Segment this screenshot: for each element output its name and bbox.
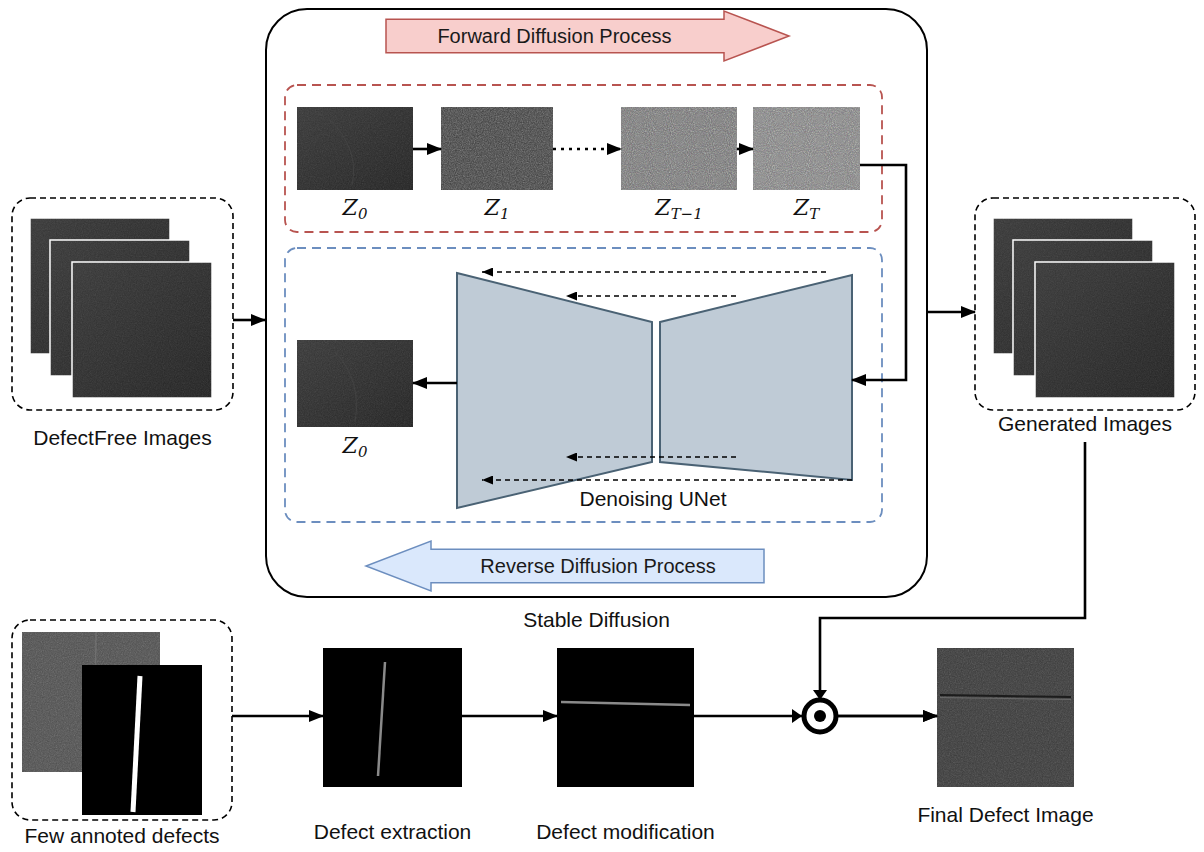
defect-sample xyxy=(22,632,202,815)
latent-symbol: ZT xyxy=(794,195,819,223)
arrow-label: Reverse Diffusion Process xyxy=(480,555,715,578)
drawing-part xyxy=(561,702,690,705)
flow-arrow xyxy=(232,715,323,718)
unet-encoder xyxy=(457,273,652,508)
drawing-part xyxy=(482,479,852,481)
unet-block: Denoising UNet xyxy=(457,273,852,514)
node-caption: Stable Diffusion xyxy=(523,608,670,632)
drawing-part xyxy=(441,107,553,190)
drawing-part xyxy=(753,107,860,190)
arrow-text-area: Forward Diffusion Process xyxy=(385,10,724,62)
arrow-text-area: Reverse Diffusion Process xyxy=(431,540,765,592)
latent-image xyxy=(297,107,413,190)
latent-image xyxy=(297,340,413,427)
dashed-group xyxy=(12,620,232,820)
latent-tile: Z0 xyxy=(297,340,413,427)
drawing-part xyxy=(621,107,737,190)
latent-symbol: Z0 xyxy=(343,195,368,223)
drawing-part xyxy=(133,676,140,812)
drawing-part xyxy=(804,700,836,732)
image-box: Defect modification xyxy=(557,648,694,787)
drawing-part xyxy=(82,665,202,815)
reverse-region xyxy=(285,248,882,522)
arrow-label: Forward Diffusion Process xyxy=(437,25,671,48)
flow-arrow xyxy=(737,148,753,151)
drawing-part xyxy=(72,262,212,398)
drawing-part xyxy=(378,662,385,776)
drawing-part xyxy=(1035,262,1175,398)
latent-symbol: Z0 xyxy=(343,433,368,461)
node-caption: Few annoted defects xyxy=(25,824,220,848)
flow-arrow xyxy=(413,148,441,151)
flow-arrow xyxy=(820,442,1085,716)
drawing-part xyxy=(937,648,1074,787)
drawing-part xyxy=(330,120,354,185)
drawing-part xyxy=(621,107,737,190)
flow-arrow xyxy=(852,165,906,380)
flow-arrow xyxy=(413,382,457,385)
forward-arrow: Forward Diffusion Process xyxy=(385,10,790,62)
latent-symbol: Z1 xyxy=(485,195,510,223)
image-stack xyxy=(30,218,212,398)
dashed-group xyxy=(12,198,233,410)
dashed-group xyxy=(975,198,1195,410)
drawing-part xyxy=(297,107,413,190)
stable-diffusion-block: Stable DiffusionForward Diffusion Proces… xyxy=(265,8,928,598)
skip-connections xyxy=(482,272,852,480)
drawing-part xyxy=(940,695,1071,697)
image-stack xyxy=(993,218,1175,398)
drawing-part xyxy=(937,648,1074,787)
drawing-part xyxy=(323,648,462,787)
drawing-part xyxy=(297,340,413,427)
arrow-shape xyxy=(366,541,764,591)
unet-decoder xyxy=(660,275,852,480)
image-box: Final Defect Image xyxy=(937,648,1074,787)
final-defect-image xyxy=(937,648,1074,787)
node-caption: Final Defect Image xyxy=(917,803,1093,827)
defect-modification-image xyxy=(557,648,694,787)
arrow-shape xyxy=(386,11,789,61)
flow-arrow xyxy=(553,148,621,151)
node-caption: Defect extraction xyxy=(314,820,472,844)
drawing-part xyxy=(482,271,826,273)
latent-tile: Z1 xyxy=(441,107,553,190)
image-group: Few annoted defects xyxy=(12,620,232,820)
node-caption: Generated Images xyxy=(998,412,1172,436)
drawing-part xyxy=(566,456,736,458)
drawing-part xyxy=(297,340,413,427)
latent-image xyxy=(753,107,860,190)
image-group: DefectFree Images xyxy=(12,198,233,410)
flow-arrow xyxy=(462,715,557,718)
latent-tile: ZT−1 xyxy=(621,107,737,190)
image-group: Generated Images xyxy=(975,198,1195,442)
drawing-part xyxy=(753,107,860,190)
latent-tile: ZT xyxy=(753,107,860,190)
drawing-part xyxy=(1035,262,1175,398)
latent-image xyxy=(441,107,553,190)
drawing-part xyxy=(557,648,694,787)
drawing-part xyxy=(297,107,413,190)
drawing-part xyxy=(441,107,553,190)
latent-symbol: ZT−1 xyxy=(655,195,702,223)
reverse-arrow: Reverse Diffusion Process xyxy=(365,540,765,592)
combine-operator xyxy=(792,690,836,732)
node-caption: Defect modification xyxy=(536,820,715,844)
drawing-part xyxy=(72,262,212,398)
drawing-part xyxy=(814,710,826,722)
node-caption: DefectFree Images xyxy=(33,426,212,450)
latent-tile: Z0 xyxy=(297,107,413,190)
node-caption: Denoising UNet xyxy=(579,487,726,511)
image-box: Defect extraction xyxy=(323,648,462,787)
flow-arrow xyxy=(928,311,975,314)
drawing-part xyxy=(335,352,356,422)
forward-region xyxy=(285,85,882,232)
drawing-part xyxy=(940,698,1071,700)
latent-image xyxy=(621,107,737,190)
defect-extraction-image xyxy=(323,648,462,787)
drawing-part xyxy=(566,295,736,297)
drawing-part xyxy=(792,709,802,723)
flow-arrow xyxy=(233,319,265,322)
